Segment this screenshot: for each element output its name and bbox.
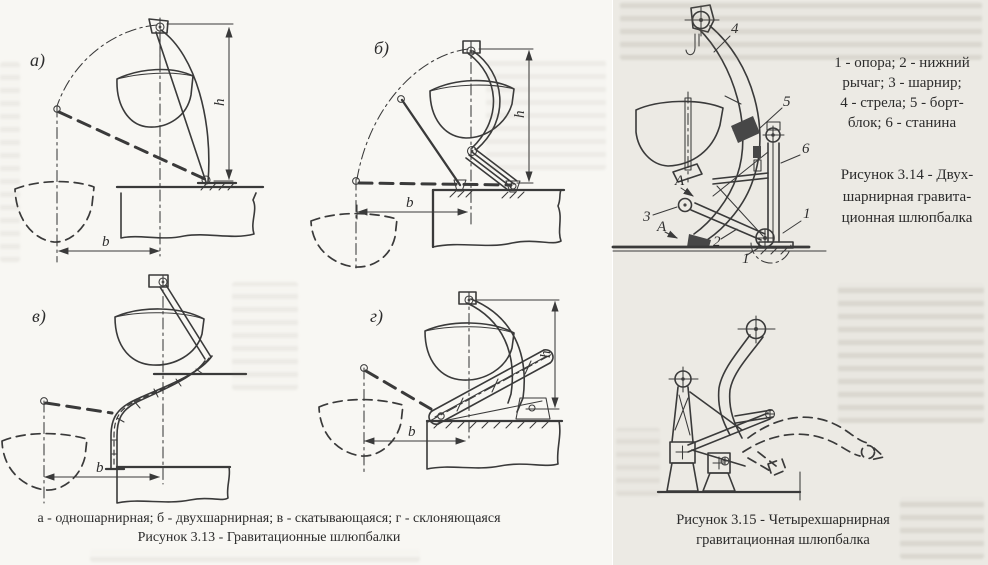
dimension-b: b [57,234,161,255]
swung-arm-dashed [742,416,885,477]
inclined-cylinder [427,349,555,425]
figure-3-14-legend: 1 - опора; 2 - нижний рычаг; 3 - шарнир;… [819,53,985,133]
label-2: 2 [713,234,721,250]
boat-stowed [429,79,515,139]
falls-dashed [57,110,209,182]
davit-diagram-g: г) [318,291,564,474]
dim-b-label: b [408,424,416,440]
figure-3-15-drawing [656,315,885,501]
ship-hull [115,181,265,239]
label-5: 5 [783,94,791,110]
dim-b-label: b [102,234,110,250]
davit-diagram-v: в) [1,274,248,504]
label-section-a-bottom: А [656,219,667,235]
figure-3-15-caption: Рисунок 3.15 - Четырехшарнирная гравитац… [643,511,923,550]
davit-arm [397,40,518,191]
dimension-h: h [478,48,534,184]
pedestals [666,441,736,492]
swing-arc [356,48,469,180]
davit-arm [717,315,776,439]
davit-arm [148,274,212,360]
falls-dashed [44,401,114,415]
falls-dashed [364,369,433,411]
legend-line1: 1 - опора; 2 - нижний [834,55,970,71]
dimension-h: h [166,23,234,182]
dim-h-label: h [538,351,554,359]
davit-arm [148,18,211,185]
panel-g-label: г) [370,306,383,327]
dim-h-label: h [212,99,228,107]
legend-line3: 4 - стрела; 5 - борт- [840,95,964,111]
legend-line2: рычаг; 3 - шарнир; [842,75,962,91]
linkage [687,391,776,467]
dimension-b: b [363,424,467,445]
panel-v-label: в) [32,306,46,327]
boat-outboard-dashed [318,398,404,457]
part-callouts: 4 5 6 1 2 3 А А 1 [642,21,811,267]
figure-3-14-caption-line2: шарнирная гравита- [842,188,972,205]
boat-partial [635,91,724,183]
davit-arm [458,291,525,413]
label-3: 3 [642,209,651,225]
dim-h-label: h [512,111,528,119]
boat-outboard-dashed [310,212,398,268]
panel-b-label: б) [374,38,389,59]
panel-a-label: а) [30,50,45,71]
figure-3-15-caption-line1: Рисунок 3.15 - Четырехшарнирная [676,512,890,528]
figure-3-14-caption-line1: Рисунок 3.14 - Двух- [840,167,974,183]
dim-b-label: b [406,195,414,211]
figure-3-13-caption: а - одношарнирная; б - двухшарнирная; в … [8,509,530,547]
dimension-b: b [43,460,161,481]
deck-line [656,471,802,501]
figure-3-13-caption-line1: а - одношарнирная; б - двухшарнирная; в … [37,511,501,526]
label-6: 6 [802,141,810,157]
boat-stowed [424,322,515,381]
figure-3-13-panel: а) [0,0,612,565]
figure-3-14-caption: Рисунок 3.14 - Двух- шарнирная гравита- … [826,165,988,230]
figure-3-14-caption-line3: ционная шлюпбалка [841,210,973,226]
outboard-head-point [352,177,360,185]
ship-hull [425,419,564,470]
swing-arc [56,24,158,107]
dimension-b: b [356,195,469,220]
braces [677,146,792,264]
figure-3-15-caption-line2: гравитационная шлюпбалка [696,531,870,548]
boat-stowed [116,68,194,128]
falls-dashed [357,181,513,187]
ship-hull [115,465,232,504]
left-mast [668,366,699,443]
label-1-support: 1 [803,206,811,222]
dimension-h: h [476,299,560,410]
outboard-head-point [53,105,61,113]
dim-b-label: b [96,460,104,476]
label-1-detail: 1 [742,251,750,267]
label-section-a-top: А [674,173,685,189]
ship-hull [431,188,566,249]
deck-line [611,245,827,252]
base-frame [433,397,551,429]
davit-diagram-b: б) [310,38,566,269]
boat-stowed [114,308,205,366]
figure-3-14-drawing: 4 5 6 1 2 3 А А 1 [611,4,827,267]
right-column: 4 5 6 1 2 3 А А 1 1 - опор [611,0,988,565]
side-block [731,116,760,143]
label-4: 4 [731,21,739,37]
boat-outboard-dashed [14,180,95,243]
legend-line4: блок; 6 - станина [847,115,957,131]
davit-diagram-a: а) [14,17,265,263]
figure-3-13-caption-line2: Рисунок 3.13 - Гравитационные шлюпбалки [137,530,401,545]
